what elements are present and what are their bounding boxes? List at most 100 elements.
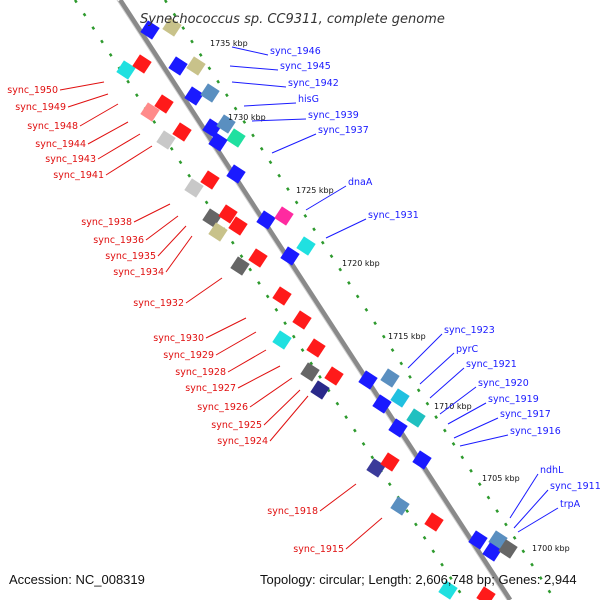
gene-feature	[200, 83, 220, 103]
right-labels: sync_1946sync_1945sync_1942hisGsync_1939…	[229, 46, 600, 533]
gene-feature	[202, 208, 222, 228]
gene-feature	[208, 132, 228, 152]
leader-line	[145, 215, 179, 241]
gene-label-sync_1918: sync_1918	[267, 506, 318, 517]
kbp-tick-label: 1715 kbp	[388, 332, 426, 341]
leader-line	[237, 365, 281, 389]
leader-line	[407, 333, 443, 369]
gene-label-sync_1926: sync_1926	[197, 402, 248, 413]
guide-line	[163, 0, 557, 600]
gene-feature	[226, 128, 246, 148]
gene-feature	[296, 236, 316, 256]
gene-feature	[358, 370, 378, 390]
leader-line	[105, 145, 153, 176]
gene-label-sync_1948: sync_1948	[27, 121, 78, 132]
leader-line	[345, 517, 383, 550]
kbp-tick-label: 1710 kbp	[434, 402, 472, 411]
gene-label-sync_1930: sync_1930	[153, 333, 204, 344]
leader-line	[263, 389, 301, 426]
gene-feature	[216, 114, 236, 134]
gene-feature	[200, 170, 220, 190]
gene-label-sync_1934: sync_1934	[113, 267, 164, 278]
gene-label-sync_1939: sync_1939	[308, 110, 359, 121]
gene-feature	[228, 216, 248, 236]
gene-label-sync_1919: sync_1919	[488, 394, 539, 405]
gene-label-sync_1945: sync_1945	[280, 61, 331, 72]
leader-line	[165, 235, 193, 273]
gene-feature	[186, 56, 206, 76]
gene-feature	[498, 539, 518, 559]
gene-label-sync_1937: sync_1937	[318, 125, 369, 136]
gene-feature	[406, 408, 426, 428]
leader-line	[305, 185, 347, 211]
gene-feature	[272, 330, 292, 350]
gene-label-sync_1923: sync_1923	[444, 325, 495, 336]
genome-backbone	[117, 0, 513, 600]
gene-feature	[366, 458, 386, 478]
leader-line	[79, 103, 119, 127]
gene-label-sync_1938: sync_1938	[81, 217, 132, 228]
gene-feature	[274, 206, 294, 226]
leader-line	[459, 434, 509, 447]
leader-line	[269, 395, 309, 442]
gene-feature	[476, 586, 496, 600]
gene-feature	[390, 496, 410, 516]
leader-line	[429, 367, 465, 399]
gene-label-sync_1929: sync_1929	[163, 350, 214, 361]
gene-label-dnaA: dnaA	[348, 177, 373, 188]
leader-line	[97, 133, 141, 160]
gene-label-sync_1920: sync_1920	[478, 378, 529, 389]
gene-feature	[132, 54, 152, 74]
leader-line	[453, 417, 499, 439]
leader-line	[439, 386, 477, 415]
gene-feature	[202, 118, 222, 138]
gene-label-sync_1921: sync_1921	[466, 359, 517, 370]
leader-line	[513, 489, 549, 529]
gene-feature	[438, 580, 458, 600]
leader-line	[215, 331, 257, 356]
gene-feature	[412, 450, 432, 470]
gene-features	[116, 17, 518, 600]
gene-feature	[380, 452, 400, 472]
topology-text: Topology: circular; Length: 2,606,748 bp…	[260, 572, 577, 587]
gene-feature	[116, 60, 136, 80]
gene-feature	[280, 246, 300, 266]
leader-line	[251, 118, 307, 122]
gene-label-sync_1927: sync_1927	[185, 383, 236, 394]
gene-label-sync_1911: sync_1911	[550, 481, 600, 492]
kbp-tick-label: 1725 kbp	[296, 186, 334, 195]
gene-feature	[162, 17, 182, 37]
leader-line	[447, 402, 487, 425]
gene-label-sync_1932: sync_1932	[133, 298, 184, 309]
gene-label-sync_1915: sync_1915	[293, 544, 344, 555]
gene-feature	[172, 122, 192, 142]
gene-label-sync_1931: sync_1931	[368, 210, 419, 221]
kbp-tick-label: 1730 kbp	[228, 113, 266, 122]
kbp-tick-label: 1720 kbp	[342, 259, 380, 268]
leader-line	[243, 102, 297, 107]
gene-feature	[468, 530, 488, 550]
kbp-tick-label: 1705 kbp	[482, 474, 520, 483]
gene-label-sync_1924: sync_1924	[217, 436, 268, 447]
leader-line	[231, 81, 287, 88]
gene-feature	[256, 210, 276, 230]
gene-feature	[154, 94, 174, 114]
genome-title: Synechococcus sp. CC9311, complete genom…	[140, 12, 445, 27]
gene-label-sync_1950: sync_1950	[7, 85, 58, 96]
gene-feature	[324, 366, 344, 386]
gene-label-sync_1946: sync_1946	[270, 46, 321, 57]
gene-feature	[424, 512, 444, 532]
leader-line	[185, 277, 223, 304]
gene-label-sync_1944: sync_1944	[35, 139, 86, 150]
gene-label-sync_1916: sync_1916	[510, 426, 561, 437]
gene-feature	[272, 286, 292, 306]
gene-feature	[140, 102, 160, 122]
gene-label-sync_1941: sync_1941	[53, 170, 104, 181]
gene-label-hisG: hisG	[298, 94, 319, 105]
leader-line	[509, 473, 539, 519]
leader-line	[87, 121, 129, 145]
gene-feature	[184, 86, 204, 106]
gene-label-sync_1925: sync_1925	[211, 420, 262, 431]
gene-label-trpA: trpA	[560, 499, 581, 510]
